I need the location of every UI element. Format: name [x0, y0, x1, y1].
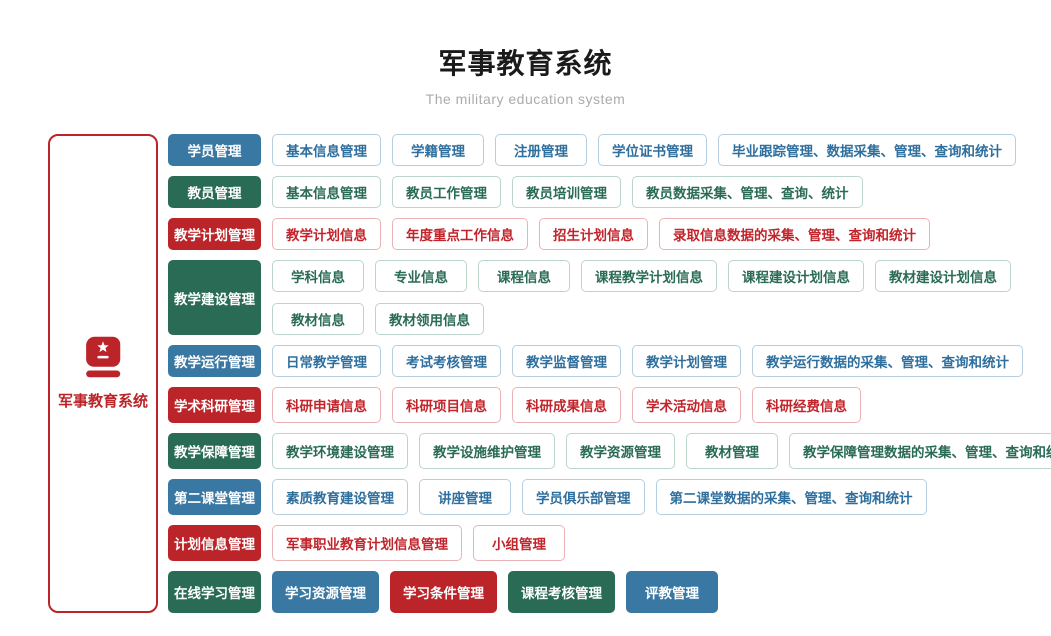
sub-node-button[interactable]: 教材信息: [272, 303, 364, 335]
sub-node-button[interactable]: 教学监督管理: [512, 345, 621, 377]
category-button[interactable]: 教学保障管理: [168, 433, 261, 469]
diagram: 军事教育系统 学员管理基本信息管理学籍管理注册管理学位证书管理毕业跟踪管理、数据…: [0, 134, 1051, 613]
red-book-icon: [85, 336, 121, 378]
sub-node-button[interactable]: 教员数据采集、管理、查询、统计: [632, 176, 863, 208]
category-button[interactable]: 学员管理: [168, 134, 261, 166]
sub-node-button[interactable]: 基本信息管理: [272, 134, 381, 166]
row-items: 学科信息专业信息课程信息课程教学计划信息课程建设计划信息教材建设计划信息教材信息…: [272, 260, 1011, 335]
sub-node-button[interactable]: 教材领用信息: [375, 303, 484, 335]
item-line: 素质教育建设管理讲座管理学员俱乐部管理第二课堂数据的采集、管理、查询和统计: [272, 479, 927, 515]
sub-node-button[interactable]: 教员工作管理: [392, 176, 501, 208]
module-row: 第二课堂管理素质教育建设管理讲座管理学员俱乐部管理第二课堂数据的采集、管理、查询…: [168, 479, 1051, 515]
sub-node-button[interactable]: 教学资源管理: [566, 433, 675, 469]
sub-node-button[interactable]: 日常教学管理: [272, 345, 381, 377]
item-line: 学科信息专业信息课程信息课程教学计划信息课程建设计划信息教材建设计划信息: [272, 260, 1011, 292]
sub-node-button[interactable]: 毕业跟踪管理、数据采集、管理、查询和统计: [718, 134, 1016, 166]
sub-node-button[interactable]: 注册管理: [495, 134, 587, 166]
row-items: 基本信息管理教员工作管理教员培训管理教员数据采集、管理、查询、统计: [272, 176, 863, 208]
page-title: 军事教育系统: [438, 48, 613, 79]
sub-node-button[interactable]: 科研经费信息: [752, 387, 861, 423]
row-items: 基本信息管理学籍管理注册管理学位证书管理毕业跟踪管理、数据采集、管理、查询和统计: [272, 134, 1016, 166]
category-button[interactable]: 教员管理: [168, 176, 261, 208]
sub-node-button[interactable]: 教学设施维护管理: [419, 433, 555, 469]
page-subtitle: The military education system: [425, 91, 626, 107]
module-row: 教学运行管理日常教学管理考试考核管理教学监督管理教学计划管理教学运行数据的采集、…: [168, 345, 1051, 377]
sub-node-button[interactable]: 教材建设计划信息: [875, 260, 1011, 292]
sub-node-button[interactable]: 录取信息数据的采集、管理、查询和统计: [659, 218, 930, 250]
sub-node-button[interactable]: 小组管理: [473, 525, 565, 561]
sub-node-button[interactable]: 基本信息管理: [272, 176, 381, 208]
category-button[interactable]: 在线学习管理: [168, 571, 261, 613]
module-row: 教学计划管理教学计划信息年度重点工作信息招生计划信息录取信息数据的采集、管理、查…: [168, 218, 1051, 250]
sub-node-button[interactable]: 教学保障管理数据的采集、管理、查询和统计: [789, 433, 1051, 469]
item-line: 教学环境建设管理教学设施维护管理教学资源管理教材管理教学保障管理数据的采集、管理…: [272, 433, 1051, 469]
sub-node-button[interactable]: 学位证书管理: [598, 134, 707, 166]
item-line: 教学计划信息年度重点工作信息招生计划信息录取信息数据的采集、管理、查询和统计: [272, 218, 930, 250]
sub-node-button[interactable]: 招生计划信息: [539, 218, 648, 250]
sub-node-button[interactable]: 专业信息: [375, 260, 467, 292]
sub-node-button[interactable]: 讲座管理: [419, 479, 511, 515]
category-button[interactable]: 教学计划管理: [168, 218, 261, 250]
row-items: 军事职业教育计划信息管理小组管理: [272, 525, 565, 561]
item-line: 基本信息管理学籍管理注册管理学位证书管理毕业跟踪管理、数据采集、管理、查询和统计: [272, 134, 1016, 166]
sub-node-button[interactable]: 评教管理: [626, 571, 718, 613]
sub-node-button[interactable]: 年度重点工作信息: [392, 218, 528, 250]
row-items: 素质教育建设管理讲座管理学员俱乐部管理第二课堂数据的采集、管理、查询和统计: [272, 479, 927, 515]
page-header: 军事教育系统 The military education system: [0, 0, 1051, 107]
sub-node-button[interactable]: 学员俱乐部管理: [522, 479, 645, 515]
row-items: 学习资源管理学习条件管理课程考核管理评教管理: [272, 571, 718, 613]
sub-node-button[interactable]: 教员培训管理: [512, 176, 621, 208]
item-line: 军事职业教育计划信息管理小组管理: [272, 525, 565, 561]
row-items: 科研申请信息科研项目信息科研成果信息学术活动信息科研经费信息: [272, 387, 861, 423]
category-button[interactable]: 教学运行管理: [168, 345, 261, 377]
sub-node-button[interactable]: 考试考核管理: [392, 345, 501, 377]
sub-node-button[interactable]: 教学运行数据的采集、管理、查询和统计: [752, 345, 1023, 377]
module-row: 计划信息管理军事职业教育计划信息管理小组管理: [168, 525, 1051, 561]
item-line: 日常教学管理考试考核管理教学监督管理教学计划管理教学运行数据的采集、管理、查询和…: [272, 345, 1023, 377]
sub-node-button[interactable]: 学习资源管理: [272, 571, 379, 613]
row-items: 教学环境建设管理教学设施维护管理教学资源管理教材管理教学保障管理数据的采集、管理…: [272, 433, 1051, 469]
sub-node-button[interactable]: 第二课堂数据的采集、管理、查询和统计: [655, 479, 927, 515]
sub-node-button[interactable]: 学籍管理: [392, 134, 484, 166]
sub-node-button[interactable]: 课程教学计划信息: [581, 260, 717, 292]
item-line: 科研申请信息科研项目信息科研成果信息学术活动信息科研经费信息: [272, 387, 861, 423]
sub-node-button[interactable]: 学科信息: [272, 260, 364, 292]
category-button[interactable]: 学术科研管理: [168, 387, 261, 423]
sub-node-button[interactable]: 课程信息: [478, 260, 570, 292]
module-row: 教员管理基本信息管理教员工作管理教员培训管理教员数据采集、管理、查询、统计: [168, 176, 1051, 208]
sub-node-button[interactable]: 学术活动信息: [632, 387, 741, 423]
sub-node-button[interactable]: 科研项目信息: [392, 387, 501, 423]
sub-node-button[interactable]: 学习条件管理: [390, 571, 497, 613]
module-row: 学员管理基本信息管理学籍管理注册管理学位证书管理毕业跟踪管理、数据采集、管理、查…: [168, 134, 1051, 166]
category-button[interactable]: 计划信息管理: [168, 525, 261, 561]
sub-node-button[interactable]: 教学环境建设管理: [272, 433, 408, 469]
sub-node-button[interactable]: 教学计划管理: [632, 345, 741, 377]
sub-node-button[interactable]: 教材管理: [686, 433, 778, 469]
module-row: 学术科研管理科研申请信息科研项目信息科研成果信息学术活动信息科研经费信息: [168, 387, 1051, 423]
module-row: 教学建设管理学科信息专业信息课程信息课程教学计划信息课程建设计划信息教材建设计划…: [168, 260, 1051, 335]
sub-node-button[interactable]: 课程考核管理: [508, 571, 615, 613]
category-button[interactable]: 第二课堂管理: [168, 479, 261, 515]
module-rows: 学员管理基本信息管理学籍管理注册管理学位证书管理毕业跟踪管理、数据采集、管理、查…: [168, 134, 1051, 613]
module-row: 教学保障管理教学环境建设管理教学设施维护管理教学资源管理教材管理教学保障管理数据…: [168, 433, 1051, 469]
root-label: 军事教育系统: [57, 393, 148, 410]
category-button[interactable]: 教学建设管理: [168, 260, 261, 335]
sub-node-button[interactable]: 素质教育建设管理: [272, 479, 408, 515]
sub-node-button[interactable]: 课程建设计划信息: [728, 260, 864, 292]
item-line: 学习资源管理学习条件管理课程考核管理评教管理: [272, 571, 718, 613]
root-node: 军事教育系统: [48, 134, 158, 613]
sub-node-button[interactable]: 军事职业教育计划信息管理: [272, 525, 462, 561]
row-items: 日常教学管理考试考核管理教学监督管理教学计划管理教学运行数据的采集、管理、查询和…: [272, 345, 1023, 377]
sub-node-button[interactable]: 科研申请信息: [272, 387, 381, 423]
item-line: 基本信息管理教员工作管理教员培训管理教员数据采集、管理、查询、统计: [272, 176, 863, 208]
sub-node-button[interactable]: 科研成果信息: [512, 387, 621, 423]
row-items: 教学计划信息年度重点工作信息招生计划信息录取信息数据的采集、管理、查询和统计: [272, 218, 930, 250]
sub-node-button[interactable]: 教学计划信息: [272, 218, 381, 250]
item-line: 教材信息教材领用信息: [272, 303, 1011, 335]
module-row: 在线学习管理学习资源管理学习条件管理课程考核管理评教管理: [168, 571, 1051, 613]
